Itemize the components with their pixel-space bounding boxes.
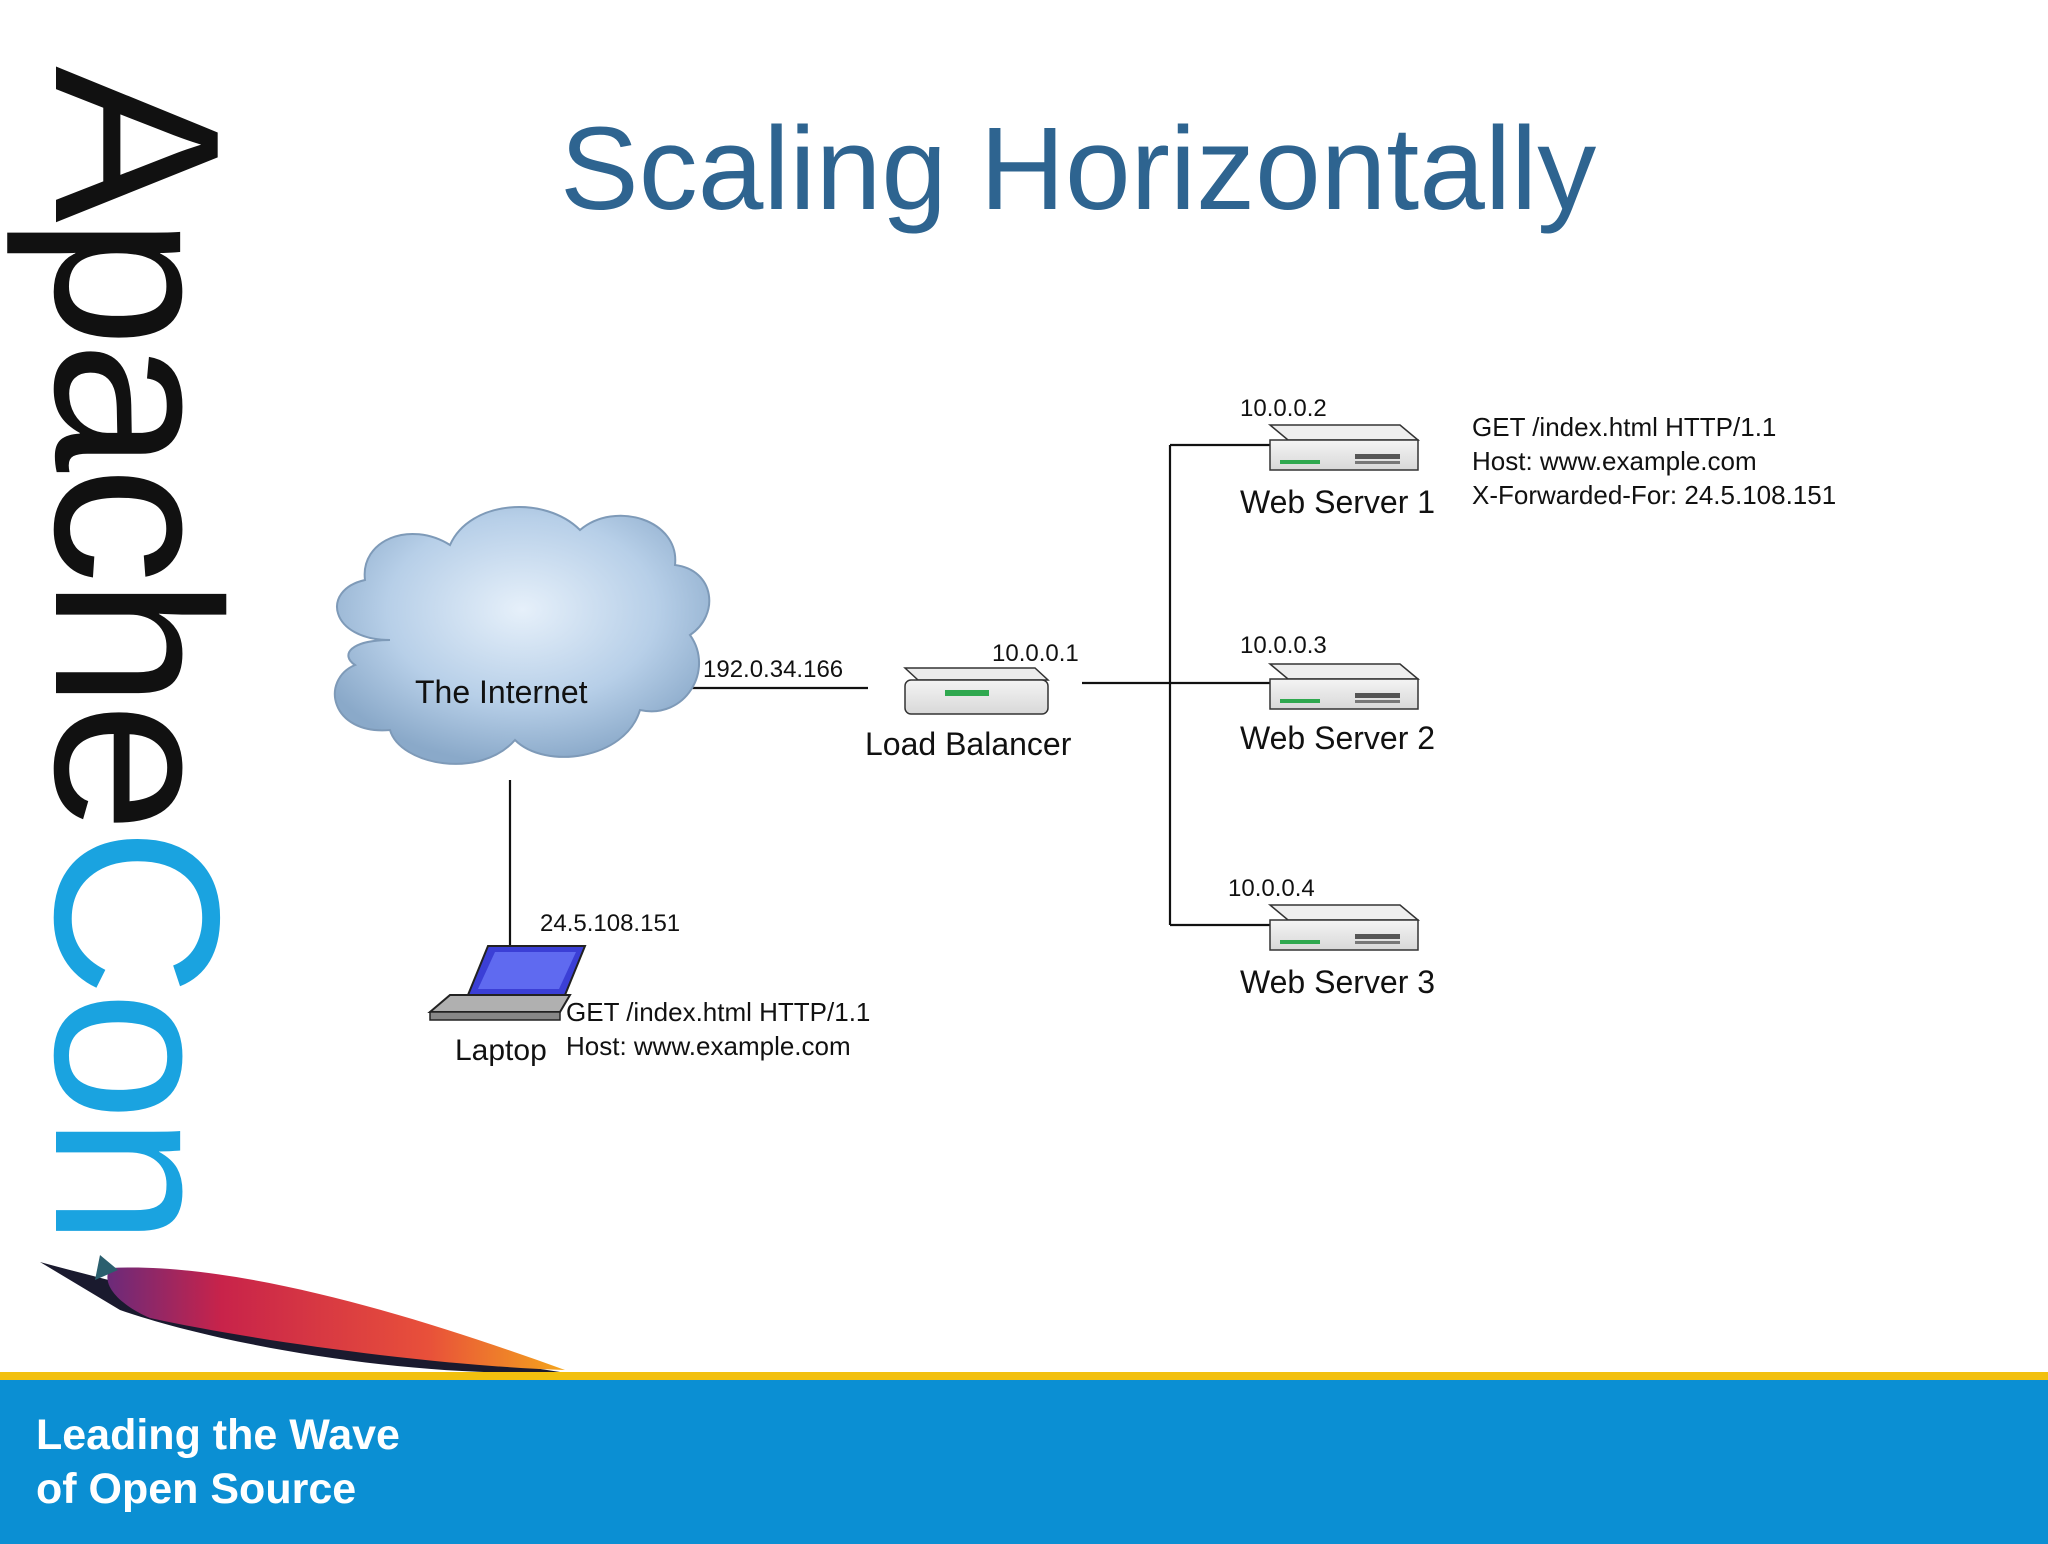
- laptop-label: Laptop: [455, 1034, 547, 1067]
- load-balancer-device: [903, 667, 1050, 715]
- web-server-2-ip-label: 10.0.0.3: [1240, 632, 1327, 659]
- web-server-1-device: [1267, 424, 1421, 471]
- laptop-request-line: GET /index.html HTTP/1.1: [566, 997, 871, 1027]
- laptop-device: [427, 945, 587, 1021]
- web-server-1-label: Web Server 1: [1240, 484, 1436, 520]
- internet-label: The Internet: [415, 674, 588, 710]
- web-server-2-label: Web Server 2: [1240, 720, 1436, 756]
- server-request-text: GET /index.html HTTP/1.1 Host: www.examp…: [1472, 410, 1836, 512]
- load-balancer-label: Load Balancer: [865, 726, 1072, 762]
- footer-band: [0, 1372, 2048, 1544]
- web-server-3-label: Web Server 3: [1240, 964, 1436, 1000]
- tagline-line-1: Leading the Wave: [36, 1411, 400, 1459]
- server-request-line: GET /index.html HTTP/1.1: [1472, 412, 1777, 442]
- web-server-2-device: [1267, 663, 1421, 710]
- apache-feather-icon: [40, 1255, 566, 1373]
- web-server-3-device: [1267, 904, 1421, 951]
- slide-title: Scaling Horizontally: [560, 103, 1597, 235]
- tagline: Leading the Wave of Open Source: [36, 1408, 400, 1516]
- web-server-1-ip-label: 10.0.0.2: [1240, 395, 1327, 422]
- laptop-request-text: GET /index.html HTTP/1.1 Host: www.examp…: [566, 995, 870, 1063]
- internet-cloud: [333, 506, 711, 765]
- load-balancer-ip-label: 10.0.0.1: [992, 640, 1079, 667]
- laptop-request-line: Host: www.example.com: [566, 1031, 851, 1061]
- server-request-line: X-Forwarded-For: 24.5.108.151: [1472, 480, 1837, 510]
- server-request-line: Host: www.example.com: [1472, 446, 1757, 476]
- internet-ip-label: 192.0.34.166: [703, 656, 844, 683]
- connection-lines: [508, 443, 1272, 960]
- tagline-line-2: of Open Source: [36, 1465, 357, 1513]
- laptop-ip-label: 24.5.108.151: [540, 910, 681, 937]
- web-server-3-ip-label: 10.0.0.4: [1228, 875, 1315, 902]
